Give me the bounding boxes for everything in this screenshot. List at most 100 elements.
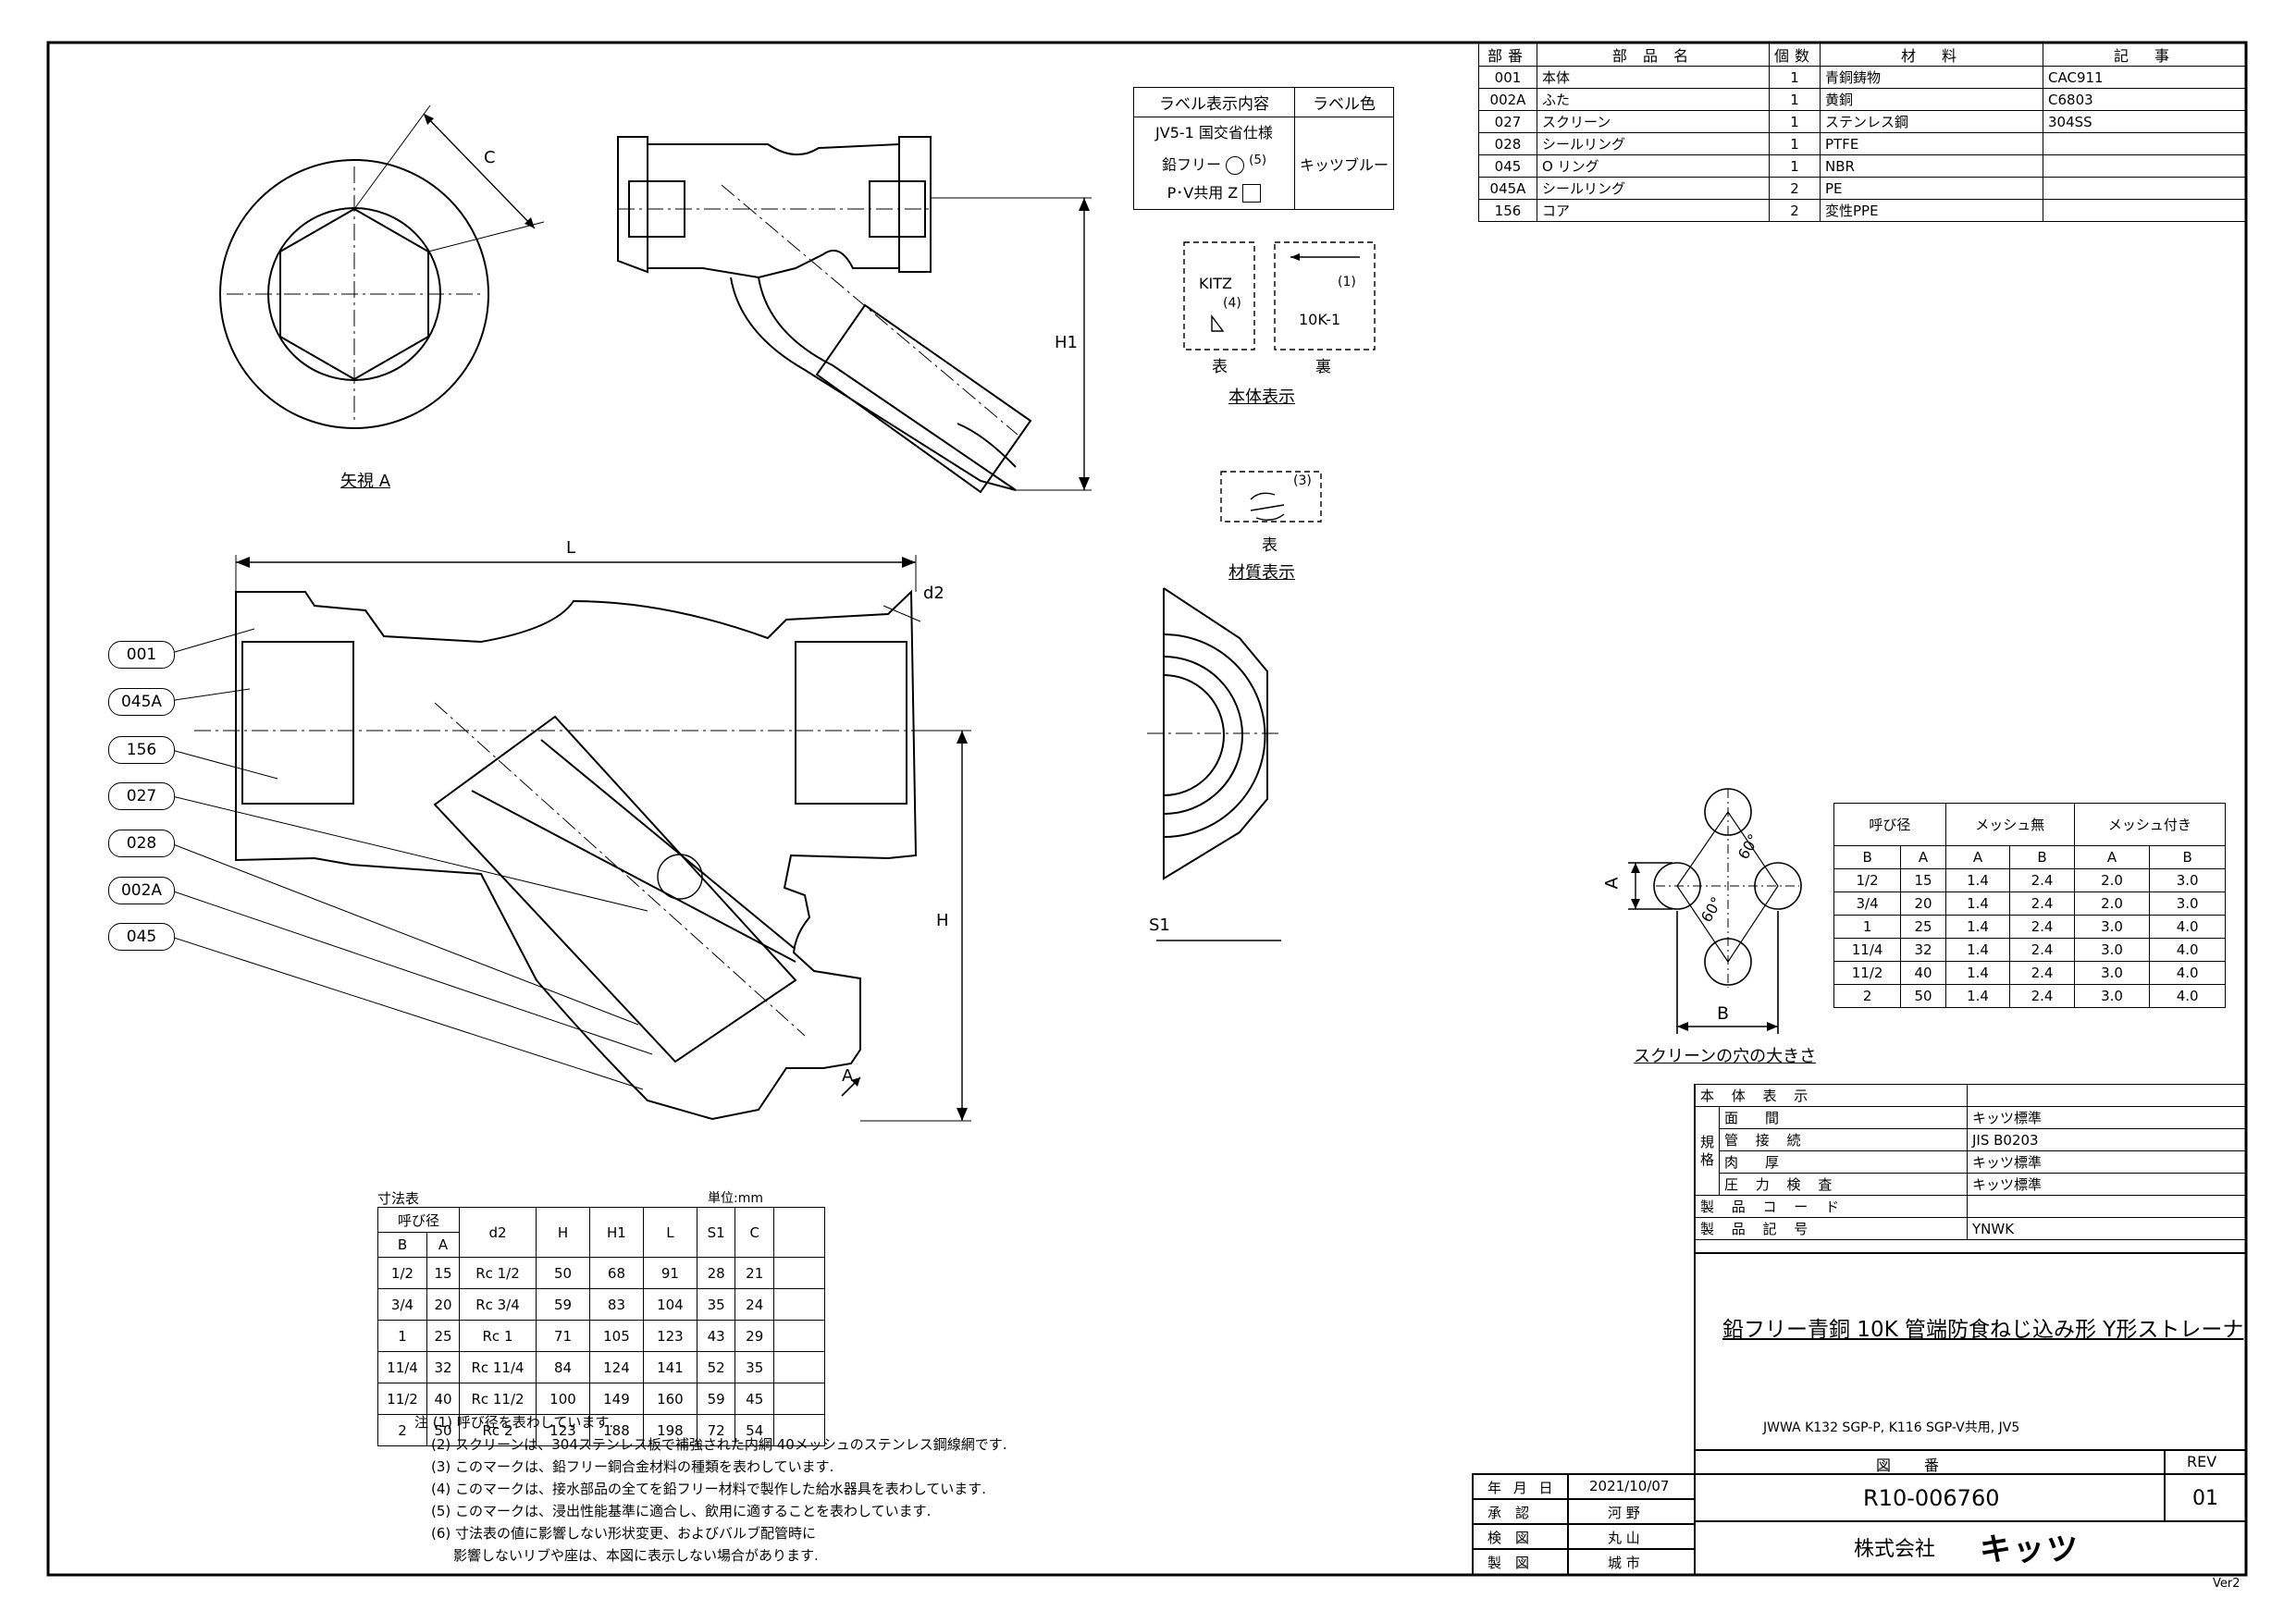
- version-label: Ver2: [2213, 1577, 2240, 1591]
- dim-d2-label: d2: [923, 584, 944, 603]
- note-4: (4) このマークは、接水部品の全てを鉛フリー材料で製作した給水器具を表わしてい…: [431, 1481, 987, 1497]
- dim-table-caption: 寸法表: [377, 1190, 420, 1207]
- leader-label-027: 027: [108, 782, 175, 810]
- note-7: 影響しないリブや座は、本図に表示しない場合があります.: [453, 1547, 819, 1564]
- approve-label: 承 認: [1487, 1505, 1530, 1521]
- material-marking-title: 材質表示: [1228, 563, 1295, 583]
- mesh-header-size: 呼び径: [1833, 803, 1946, 846]
- mesh-header-with: メッシュ付き: [2073, 803, 2227, 846]
- parts-header-qty: 個数: [1768, 43, 1821, 67]
- dim-s1-label: S1: [1149, 916, 1170, 935]
- screen-hole-diagram: [1628, 788, 1802, 1034]
- screen-hole-dim-b: B: [1717, 1003, 1730, 1024]
- drawing-subtitle: JWWA K132 SGP-P, K116 SGP-V共用, JV5: [1763, 1420, 2020, 1435]
- parts-header-material: 材 料: [1820, 43, 2044, 67]
- note-5: (5) このマークは、浸出性能基準に適合し、飲用に適することを表わしています.: [431, 1503, 932, 1519]
- dim-h1-label: H1: [1055, 333, 1078, 352]
- mesh-header-none: メッシュ無: [1944, 803, 2075, 846]
- label-line3: P･V共用 Z: [1167, 183, 1239, 202]
- label-box-header-color: ラベル色: [1293, 87, 1395, 117]
- end-view: [1147, 587, 1281, 941]
- leader-label-045: 045: [108, 923, 175, 951]
- material-marking-caption: 表: [1262, 536, 1278, 555]
- arrow-a-label: A: [842, 1066, 854, 1086]
- top-side-view: [617, 136, 1092, 494]
- note-1: 注 (1) 呼び径を表わしています.: [414, 1414, 614, 1431]
- arrow-view-a-title: 矢視 A: [340, 472, 391, 491]
- pv-mark-icon: [1242, 184, 1262, 203]
- body-marking-front-caption: 表: [1212, 358, 1228, 376]
- parts-header-remarks: 記 事: [2043, 43, 2246, 67]
- screen-hole-title: スクリーンの穴の大きさ: [1634, 1047, 1817, 1066]
- label-line2-note: (5): [1249, 154, 1267, 168]
- draw-label: 製 図: [1487, 1555, 1530, 1571]
- note-6: (6) 寸法表の値に影響しない形状変更、およびバルブ配管時に: [431, 1525, 817, 1542]
- leader-label-002a: 002A: [108, 877, 175, 904]
- approve-value: 河 野: [1608, 1505, 1640, 1521]
- date-value: 2021/10/07: [1589, 1478, 1670, 1494]
- spec-body-display: 本 体 表 示: [1695, 1084, 1968, 1107]
- drawing-title: 鉛フリー青銅 10K 管端防食ねじ込み形 Y形ストレーナ: [1722, 1318, 2244, 1342]
- check-value: 丸 山: [1608, 1530, 1640, 1546]
- dim-table-unit: 単位:mm: [708, 1191, 763, 1206]
- body-marking-front-text: KITZ: [1199, 275, 1232, 292]
- note-3: (3) このマークは、鉛フリー銅合金材料の種類を表わしています.: [431, 1458, 834, 1475]
- leader-label-001: 001: [108, 641, 175, 669]
- body-marking-back-caption: 裏: [1315, 358, 1331, 376]
- marking-boxes: [1183, 241, 1376, 523]
- dim-c-label: C: [484, 148, 496, 167]
- rev-label: REV: [2187, 1453, 2217, 1470]
- label-line1: JV5-1 国交省仕様: [1155, 124, 1273, 142]
- lead-free-mark-icon: [1226, 156, 1245, 176]
- front-section-view: [167, 555, 971, 1122]
- date-label: 年 月 日: [1487, 1480, 1557, 1496]
- company-logo: キッツ: [1980, 1531, 2080, 1568]
- draw-value: 城 市: [1608, 1555, 1640, 1571]
- check-label: 検 図: [1487, 1530, 1530, 1546]
- label-box: ラベル表示内容ラベル色 JV5-1 国交省仕様 鉛フリー (5) P･V共用 Z…: [1133, 87, 1395, 210]
- leader-label-028: 028: [108, 830, 175, 857]
- leader-label-156: 156: [108, 736, 175, 764]
- dim-l-label: L: [566, 538, 576, 558]
- arrow-view-a: [219, 105, 545, 429]
- dim-h-label: H: [936, 911, 949, 930]
- dim-header-size: 呼び径: [377, 1207, 460, 1233]
- company-prefix: 株式会社: [1854, 1538, 1936, 1561]
- body-marking-title: 本体表示: [1228, 387, 1295, 407]
- spec-product-symbol-label: 製 品 記 号: [1695, 1217, 1968, 1240]
- rev-value: 01: [2192, 1487, 2218, 1510]
- spec-kikaku: 規格: [1694, 1106, 1721, 1196]
- body-marking-back-note: (1): [1338, 275, 1356, 289]
- label-line2: 鉛フリー: [1161, 155, 1221, 174]
- label-color-value: キッツブルー: [1293, 117, 1395, 210]
- spec-product-code-label: 製 品 コ ー ド: [1695, 1195, 1968, 1218]
- body-marking-back-text: 10K-1: [1299, 311, 1341, 328]
- material-marking-note: (3): [1293, 473, 1312, 488]
- body-marking-front-note: (4): [1223, 296, 1241, 311]
- note-2: (2) スクリーンは、304ステンレス板で補強された内網 40メッシュのステンレ…: [431, 1436, 1007, 1453]
- leader-label-045a: 045A: [108, 688, 175, 716]
